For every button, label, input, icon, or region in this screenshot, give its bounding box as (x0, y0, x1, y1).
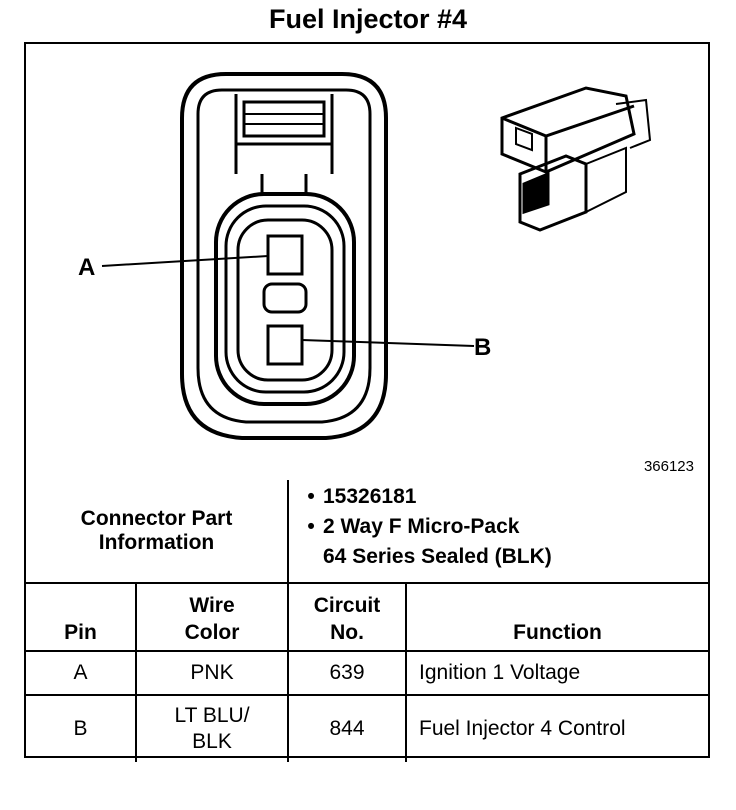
connector-frame: A B 366123 Connector Part Information • … (24, 42, 710, 762)
header-wire-color: Wire Color (135, 582, 289, 652)
row-b-wire-color-line2: BLK (192, 730, 232, 753)
row-b-pin: B (26, 694, 137, 762)
header-circuit-line1: Circuit (313, 594, 381, 617)
connector-info-label-line2: Information (98, 531, 215, 554)
connector-housing-outline (180, 72, 388, 440)
pin-a-label: A (78, 254, 96, 281)
row-b-circuit: 844 (287, 694, 407, 762)
row-b-wire-color-line1: LT BLU/ (174, 704, 250, 727)
connector-face-drawing (101, 72, 652, 440)
row-b-function: Fuel Injector 4 Control (404, 694, 709, 762)
connector-info-values: • 15326181 • 2 Way F Micro-Pack 64 Serie… (286, 480, 709, 584)
pin-b-cavity (266, 324, 304, 366)
reference-number: 366123 (643, 458, 694, 475)
seal-outer (214, 192, 356, 406)
table-row: B LT BLU/ BLK 844 Fuel Injector 4 Contro… (26, 694, 709, 762)
header-function-text: Function (513, 621, 602, 644)
pin-b-label: B (474, 334, 492, 361)
pin-a-cavity (266, 234, 304, 276)
header-circuit-line2: No. (330, 621, 364, 644)
header-pin-text: Pin (64, 621, 97, 644)
info-item-connector-type: • 2 Way F Micro-Pack 64 Series Sealed (B… (299, 512, 698, 572)
header-pin: Pin (26, 582, 137, 652)
latch-arm (260, 174, 308, 196)
info-item-part-number: • 15326181 (299, 482, 698, 512)
pin-b-callout-line (301, 339, 475, 347)
connector-type: 2 Way F Micro-Pack 64 Series Sealed (BLK… (323, 512, 552, 572)
header-circuit: Circuit No. (287, 582, 407, 652)
bullet-icon: • (307, 515, 315, 538)
connector-type-line2: 64 Series Sealed (BLK) (323, 545, 552, 568)
row-a-wire-color: PNK (135, 650, 289, 696)
connector-info-label: Connector Part Information (26, 480, 289, 584)
connector-diagram: A B 366123 (26, 44, 708, 480)
header-wire-color-line1: Wire (189, 594, 235, 617)
row-a-circuit: 639 (287, 650, 407, 696)
connector-table: Connector Part Information • 15326181 • … (26, 480, 709, 762)
latch-tab (242, 100, 326, 138)
connector-info-label-line1: Connector Part (80, 507, 233, 530)
pin-a-callout-line (101, 255, 269, 267)
table-header-row: Pin Wire Color Circuit No. Function (26, 582, 709, 652)
row-a-pin: A (26, 650, 137, 696)
seal-middle (224, 204, 346, 394)
connector-type-line1: 2 Way F Micro-Pack (323, 515, 520, 538)
latch (234, 94, 334, 174)
row-b-wire-color: LT BLU/ BLK (135, 694, 289, 762)
bullet-icon: • (307, 485, 315, 508)
row-a-function: Ignition 1 Voltage (404, 650, 709, 696)
connector-housing-inner-outline (196, 88, 372, 424)
seal-inner (236, 218, 334, 382)
connector-isometric-view (500, 86, 652, 232)
center-slot (262, 282, 308, 314)
table-row: A PNK 639 Ignition 1 Voltage (26, 650, 709, 696)
page-title: Fuel Injector #4 (268, 4, 468, 34)
header-function: Function (404, 582, 709, 652)
part-number: 15326181 (323, 485, 417, 508)
header-wire-color-line2: Color (184, 621, 240, 644)
